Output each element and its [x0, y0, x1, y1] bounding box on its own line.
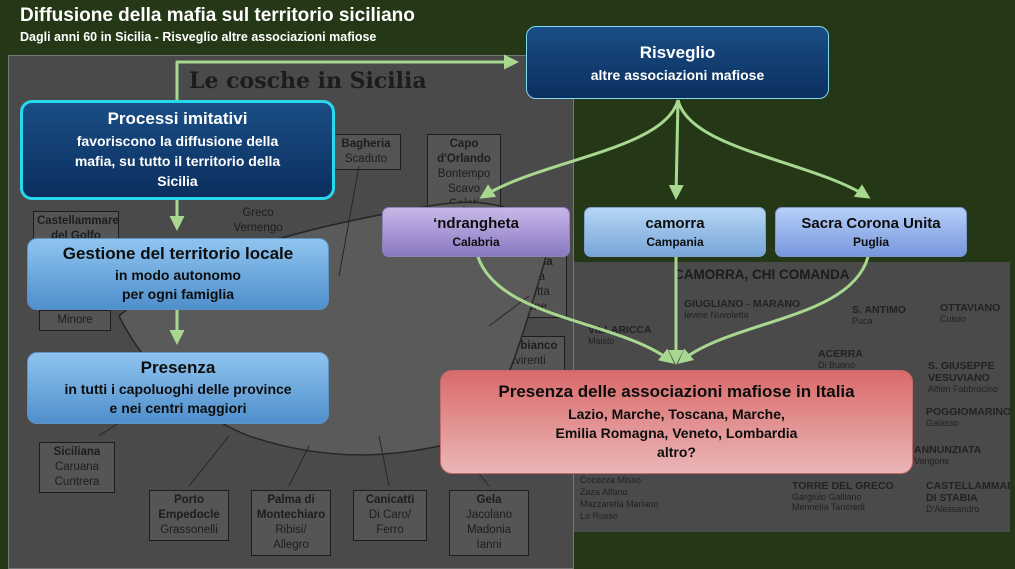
gestione-title: Gestione del territorio locale — [62, 244, 294, 263]
sicily-map-heading: Le cosche in Sicilia — [189, 68, 427, 94]
processi-imitativi-box: Processi imitativi favoriscono la diffus… — [20, 100, 335, 200]
sacra-title: Sacra Corona Unita — [801, 215, 941, 232]
camorra-box: camorra Campania — [584, 207, 766, 257]
arrow-risveglio-ndrangheta — [479, 99, 680, 199]
sacra-region: Puglia — [852, 235, 889, 249]
map-box-minore: Minore — [39, 310, 111, 331]
ndrangheta-region: Calabria — [452, 235, 500, 249]
presenza-text: in tutti i capoluoghi delle province e n… — [64, 381, 292, 416]
presenza-box: Presenza in tutti i capoluoghi delle pro… — [27, 352, 329, 424]
ndrangheta-box: ‘ndrangheta Calabria — [382, 207, 570, 257]
sacra-corona-unita-box: Sacra Corona Unita Puglia — [775, 207, 967, 257]
ndrangheta-title: ‘ndrangheta — [433, 215, 519, 232]
presenza-italia-box: Presenza delle associazioni mafiose in I… — [440, 370, 913, 474]
map-box-greco: Greco Vernengo — [233, 207, 283, 234]
arrow-risveglio-camorra — [668, 99, 684, 200]
camorra-title: camorra — [645, 215, 705, 232]
processi-title: Processi imitativi — [107, 109, 248, 128]
arrow-ndrangheta-italia — [476, 256, 675, 364]
risveglio-box: Risveglio altre associazioni mafiose — [526, 26, 829, 99]
italia-title: Presenza delle associazioni mafiose in I… — [498, 382, 855, 401]
arrow-risveglio-sacra — [676, 99, 871, 199]
presenza-title: Presenza — [140, 358, 216, 377]
gestione-territorio-box: Gestione del territorio locale in modo a… — [27, 238, 329, 310]
italia-text: Lazio, Marche, Toscana, Marche, Emilia R… — [555, 406, 798, 460]
gestione-text: in modo autonomo per ogni famiglia — [115, 267, 241, 302]
processi-text: favoriscono la diffusione della mafia, s… — [74, 133, 281, 189]
place-napoli-clans: Cocozza Misso Zaza Alfano Mazzarella Mar… — [580, 475, 659, 521]
risveglio-title: Risveglio — [639, 42, 716, 62]
campania-map-heading: CAMORRA, CHI COMANDA — [674, 267, 850, 282]
arrow-sacra-italia — [677, 256, 870, 364]
page-title: Diffusione della mafia sul territorio si… — [20, 5, 415, 26]
page-subtitle: Dagli anni 60 in Sicilia - Risveglio alt… — [20, 30, 377, 44]
arrow-processi-risveglio — [175, 54, 519, 100]
camorra-region: Campania — [646, 235, 704, 249]
risveglio-text: altre associazioni mafiose — [590, 66, 765, 83]
